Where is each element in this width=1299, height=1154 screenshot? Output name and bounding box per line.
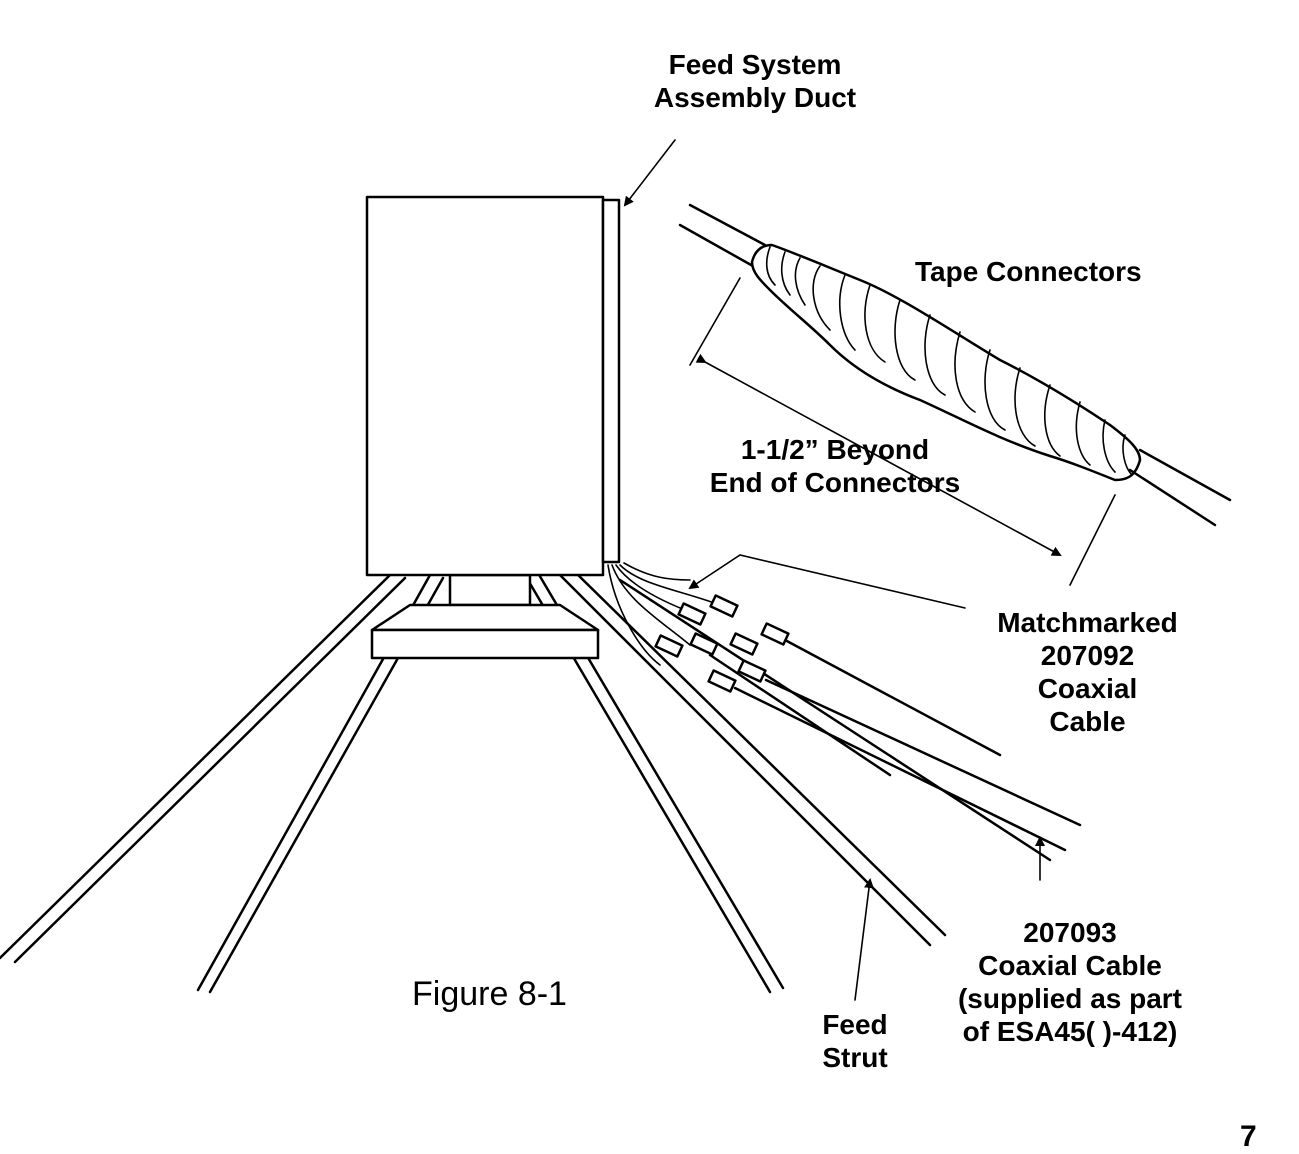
coaxial-cables [607, 562, 1082, 862]
cable-connectors [654, 594, 790, 693]
tape-connectors-label: Tape Connectors [915, 256, 1142, 287]
figure-caption: Figure 8-1 [412, 975, 567, 1013]
feed-strut-left-outer [0, 573, 407, 964]
matchmarked-cable-label: Matchmarked 207092 Coaxial Cable [997, 607, 1178, 737]
feed-mount [370, 573, 600, 660]
leader-arrows [623, 139, 1045, 1001]
coax-207093-label: 207093 Coaxial Cable (supplied as part o… [957, 917, 1183, 1047]
feed-system-duct-label: Feed System Assembly Duct [653, 49, 857, 113]
feed-strut-right-outer [558, 570, 947, 947]
feed-strut-label: Feed Strut [822, 1009, 888, 1073]
tape-connector-detail [678, 203, 1232, 586]
assembly-duct [601, 198, 621, 564]
page-number: 7 [1240, 1120, 1257, 1153]
feed-system-box [365, 195, 605, 577]
beyond-connectors-label: 1-1/2” Beyond End of Connectors [709, 434, 961, 498]
